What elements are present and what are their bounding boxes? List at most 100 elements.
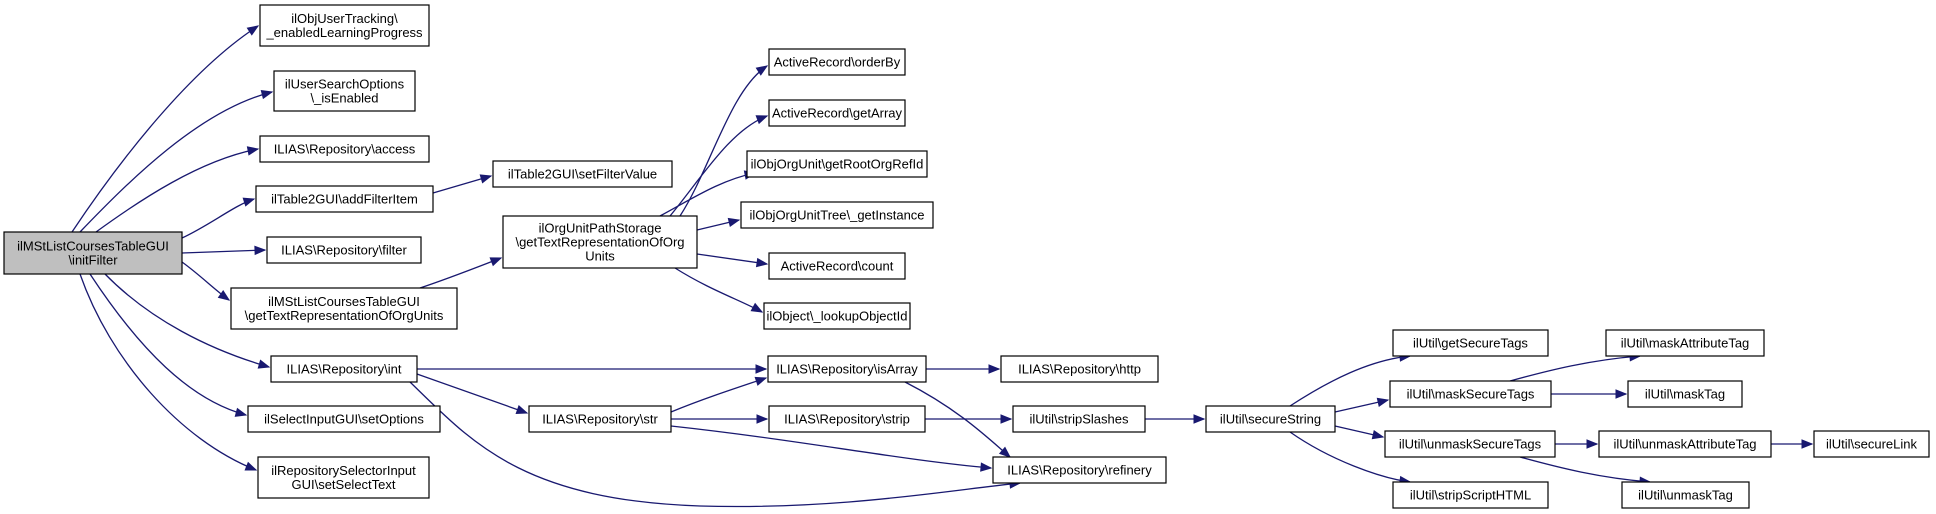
node-str[interactable]: ILIAS\Repository\str (528, 405, 672, 433)
arrowhead-icon (217, 290, 231, 301)
node-masktag[interactable]: ilUtil\maskTag (1627, 380, 1743, 408)
node-securelink[interactable]: ilUtil\secureLink (1813, 430, 1930, 458)
node-tracking-label: ilObjUserTracking\ (291, 11, 398, 26)
node-orderby[interactable]: ActiveRecord\orderBy (768, 48, 906, 76)
arrowhead-icon (1193, 414, 1206, 424)
edge-root-to-access (95, 146, 260, 233)
node-getsecuretags-label: ilUtil\getSecureTags (1413, 336, 1528, 351)
arrowhead-icon (750, 302, 764, 313)
node-root[interactable]: ilMStListCoursesTableGUI\initFilter (3, 231, 183, 275)
node-access[interactable]: ILIAS\Repository\access (259, 135, 430, 163)
arrowhead-icon (755, 65, 769, 76)
node-orgpath-label: Units (585, 249, 615, 264)
arrowhead-icon (755, 257, 769, 268)
node-unmasksecuretags[interactable]: ilUtil\unmaskSecureTags (1384, 430, 1556, 458)
node-reposel[interactable]: ilRepositorySelectorInputGUI\setSelectTe… (257, 456, 430, 499)
arrowhead-icon (479, 174, 493, 184)
node-masksecuretags[interactable]: ilUtil\maskSecureTags (1389, 380, 1552, 408)
edge-strip-to-stripslashes (925, 414, 1013, 424)
edge-root-to-filter (181, 245, 267, 256)
node-int[interactable]: ILIAS\Repository\int (270, 355, 418, 383)
node-unmaskattr[interactable]: ilUtil\unmaskAttributeTag (1598, 430, 1772, 458)
edge-int-to-refinery (409, 381, 1022, 508)
arrowhead-icon (1376, 397, 1390, 407)
arrowhead-icon (234, 407, 248, 417)
arrowhead-icon (1801, 439, 1814, 449)
edge-root-to-reposel (79, 273, 258, 471)
node-addfilter[interactable]: ilTable2GUI\addFilterItem (255, 185, 434, 213)
node-masktag-label: ilUtil\maskTag (1645, 387, 1725, 402)
arrowhead-icon (244, 461, 258, 471)
node-getarray-label: ActiveRecord\getArray (772, 106, 903, 121)
edge-isarray-to-http (926, 364, 1001, 374)
node-reposel-label: GUI\setSelectText (291, 477, 395, 492)
node-unmasktag[interactable]: ilUtil\unmaskTag (1621, 481, 1750, 509)
node-tracking[interactable]: ilObjUserTracking\_enabledLearningProgre… (259, 4, 430, 47)
node-filter-label: ILIAS\Repository\filter (281, 243, 407, 258)
edge-root-to-searchopt (79, 89, 274, 233)
edge-int-to-str (416, 373, 529, 414)
edge-mstgettext-to-orgpath (419, 257, 503, 289)
node-maskattr[interactable]: ilUtil\maskAttributeTag (1605, 329, 1765, 357)
edge-str-to-strip (671, 414, 769, 424)
arrowhead-icon (988, 364, 1001, 374)
arrowhead-icon (1371, 430, 1385, 440)
node-orgtree[interactable]: ilObjOrgUnitTree\_getInstance (740, 201, 934, 229)
node-isarray[interactable]: ILIAS\Repository\isArray (767, 355, 927, 383)
edge-orgpath-to-count (696, 253, 769, 268)
node-lookup[interactable]: ilObject\_lookupObjectId (763, 302, 911, 330)
node-searchopt[interactable]: ilUserSearchOptions\_isEnabled (273, 70, 416, 112)
edge-str-to-refinery (670, 425, 993, 472)
node-getsecuretags[interactable]: ilUtil\getSecureTags (1392, 329, 1549, 357)
edge-int-to-isarray (417, 364, 768, 374)
node-str-label: ILIAS\Repository\str (542, 412, 658, 427)
node-int-label: ILIAS\Repository\int (287, 362, 402, 377)
arrowhead-icon (242, 197, 256, 207)
node-isarray-label: ILIAS\Repository\isArray (776, 362, 918, 377)
node-orgpath[interactable]: ilOrgUnitPathStorage\getTextRepresentati… (502, 215, 698, 269)
node-stripscript-label: ilUtil\stripScriptHTML (1410, 488, 1531, 503)
arrowhead-icon (1000, 414, 1013, 424)
node-getarray[interactable]: ActiveRecord\getArray (768, 99, 906, 127)
node-mstgettext[interactable]: ilMStListCoursesTableGUI\getTextRepresen… (230, 287, 458, 330)
node-http[interactable]: ILIAS\Repository\http (1000, 355, 1159, 383)
edge-str-to-isarray (670, 376, 768, 413)
node-refinery[interactable]: ILIAS\Repository\refinery (992, 456, 1167, 484)
edge-unmaskattr-to-securelink (1771, 439, 1814, 449)
node-filter[interactable]: ILIAS\Repository\filter (266, 236, 422, 264)
edge-root-to-addfilter (181, 197, 256, 239)
arrowhead-icon (754, 376, 768, 386)
arrowhead-icon (998, 446, 1012, 458)
node-root-label: ilMStListCoursesTableGUI (17, 239, 169, 254)
edge-stripslashes-to-securestring (1145, 414, 1206, 424)
node-setoptions[interactable]: ilSelectInputGUI\setOptions (247, 405, 441, 433)
node-mstgettext-label: ilMStListCoursesTableGUI (268, 294, 420, 309)
arrowhead-icon (515, 405, 529, 414)
arrowhead-icon (980, 462, 993, 472)
arrowhead-icon (727, 217, 741, 228)
edge-root-to-mstgettext (181, 261, 231, 301)
node-stripslashes[interactable]: ilUtil\stripSlashes (1012, 405, 1146, 433)
node-securestring[interactable]: ilUtil\secureString (1205, 405, 1336, 433)
edge-orgpath-to-orderby (679, 65, 769, 217)
node-unmasksecuretags-label: ilUtil\unmaskSecureTags (1399, 437, 1542, 452)
node-setfilter[interactable]: ilTable2GUI\setFilterValue (492, 160, 673, 188)
node-mstgettext-label: \getTextRepresentationOfOrgUnits (245, 308, 444, 323)
node-maskattr-label: ilUtil\maskAttributeTag (1621, 336, 1750, 351)
node-rootorg[interactable]: ilObjOrgUnit\getRootOrgRefId (746, 150, 928, 178)
node-securelink-label: ilUtil\secureLink (1826, 437, 1918, 452)
arrowhead-icon (756, 414, 769, 424)
arrowhead-icon (254, 245, 267, 256)
edge-masksecuretags-to-masktag (1551, 389, 1628, 399)
node-strip[interactable]: ILIAS\Repository\strip (768, 405, 926, 433)
node-orgtree-label: ilObjOrgUnitTree\_getInstance (749, 208, 924, 223)
edge-unmasksecuretags-to-unmasktag (1519, 456, 1652, 486)
node-strip-label: ILIAS\Repository\strip (784, 412, 910, 427)
edge-root-to-tracking (71, 25, 260, 233)
arrowhead-icon (755, 115, 769, 125)
node-stripscript[interactable]: ilUtil\stripScriptHTML (1392, 481, 1549, 509)
node-count[interactable]: ActiveRecord\count (768, 252, 906, 280)
node-securestring-label: ilUtil\secureString (1220, 412, 1321, 427)
edge-orgpath-to-lookup (674, 267, 764, 313)
